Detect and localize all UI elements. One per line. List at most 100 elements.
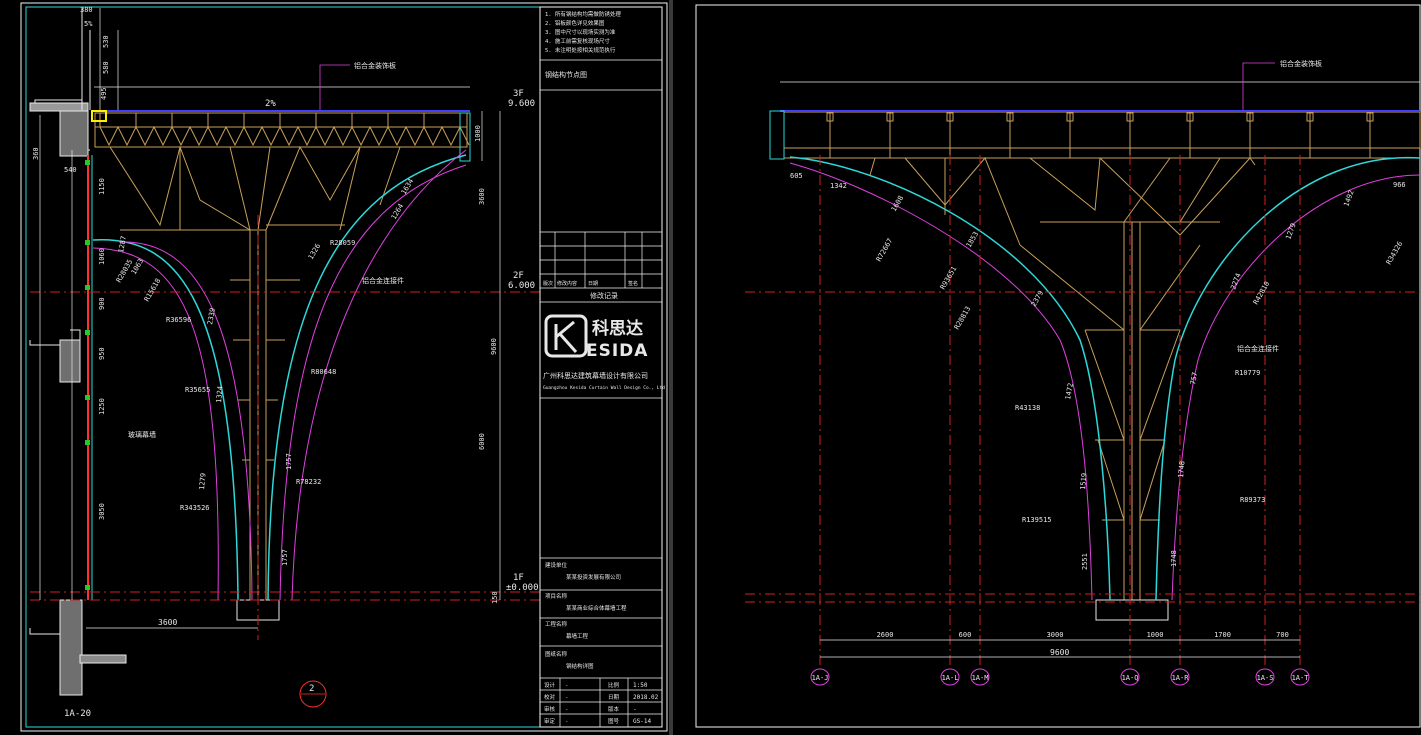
detail-number: 2 [309,684,314,694]
detail-bubble [299,680,327,708]
note-line: 3. 图中尺寸以现场实测为准 [545,28,616,36]
right-radius-text: R28813 [953,305,973,331]
company-name-cn: 广州科思达建筑幕墙设计有限公司 [543,371,648,380]
sign-val: GS-14 [633,718,651,725]
revision-label: 修改记录 [590,291,618,300]
right-sheet-border [695,4,1421,728]
truss-connector [1246,112,1254,122]
sign-val: - [565,695,568,701]
radius-text: R80648 [311,368,336,376]
right-grid-lines [745,155,1420,665]
right-radius-text: R10779 [1235,369,1260,377]
note-label-left-2: 铝合金连接件 [362,276,404,285]
truss-connector [1006,112,1014,122]
right-arc-text: 1472 [1064,382,1075,400]
right-dim-text: 1000 [474,125,482,142]
note-line: 5. 未注明处按相关规范执行 [545,46,616,54]
truss-connector [826,112,834,122]
right-dim-text: 150 [491,591,499,604]
right-curved-cladding [789,156,1421,601]
note-line: 4. 施工前需复核现场尺寸 [545,37,610,45]
right-roof-truss [783,111,1421,159]
grid-bubble-label: 1A-M [972,674,989,682]
rev-header: 版次 [543,280,553,287]
grid-bubble-label: 1A-S [1257,674,1274,682]
left-dim-text: 900 [98,297,106,310]
logo-cn-text: 科思达 [592,318,643,339]
top-dim-text: 530 [102,35,110,48]
left-sheet-inner-border [25,6,663,728]
right-arc-text: 1748 [1177,461,1186,478]
curtain-wall-brackets [85,160,90,590]
info-label: 建设单位 [545,561,568,569]
right-support-truss [869,157,1256,521]
level-2f-name: 2F [513,271,524,281]
right-arc-text: 1853 [965,230,980,249]
roof-fascia [459,112,471,162]
note-label-left-1: 铝合金装饰板 [354,61,396,70]
right-dim-text: 600 [959,631,972,639]
dimension-lines [39,8,501,629]
left-sheet-border [20,2,668,732]
level-3f-name: 3F [513,89,524,99]
sign-val: - [633,706,637,713]
right-dim-text: 3000 [1047,631,1064,639]
info-label: 项目名称 [545,592,568,600]
right-dim-text: 700 [1276,631,1289,639]
grid-bubble-label: 1A-R [1172,674,1190,682]
leader-line [319,64,350,110]
sign-key: 审核 [544,705,556,713]
arc-segment-text: 1324 [215,386,224,403]
arc-segment-text: 1279 [198,473,207,490]
sign-key: 比例 [608,681,620,689]
right-arc-text: 1279 [1284,222,1297,241]
logo-en-text: ESIDA [586,341,648,361]
level-2f-elev: 6.000 [508,281,535,291]
sign-key: 设计 [544,681,556,689]
note-line: 1. 所有钢结构均需做防锈处理 [545,10,621,18]
level-lines [30,215,540,640]
right-arc-text: 757 [1189,371,1199,385]
arc-segment-text: 1063 [130,257,145,276]
arc-segment-text: 1326 [307,242,322,261]
truss-connector [886,112,894,122]
right-dim-text: 2600 [877,631,894,639]
left-dim-text: 1060 [98,248,106,265]
arc-segment-text: 1287 [117,235,128,253]
grid-label-left: 1A-20 [64,709,91,719]
level-1f-name: 1F [513,573,524,583]
right-column-footing [1095,599,1169,621]
company-logo: 科思达 ESIDA [544,314,648,361]
company-name-en: Guangzhou Kesida Curtain Wall Design Co.… [543,385,665,391]
info-value: 某某投资发展有限公司 [566,573,621,581]
sign-val: - [565,707,568,713]
radius-text: R343526 [180,504,210,512]
title-block-frame [539,6,663,728]
title-block-grid [540,59,662,727]
sign-key: 图号 [608,717,620,725]
roof-truss [94,112,470,148]
right-note-label-1: 铝合金装饰板 [1280,59,1322,68]
right-note-label-2: 铝合金连接件 [1237,344,1279,353]
info-value: 幕墙工程 [566,632,589,640]
right-arc-text: 2551 [1081,553,1089,570]
radius-text: R78232 [296,478,321,486]
right-arc-text: 1748 [1170,550,1178,567]
radius-text: R35655 [185,386,210,394]
top-dim-text: 5% [84,20,93,28]
bottom-dim: 3600 [158,618,177,627]
right-radius-text: R72667 [875,237,895,263]
sign-val: - [565,683,568,689]
right-arc-text: 1608 [890,194,905,213]
grid-bubble [970,668,990,686]
truss-zigzag [99,125,470,147]
arc-segment-text: 1757 [285,453,293,470]
grid-bubble [1290,668,1310,686]
grid-bubble-label: 1A-T [1292,674,1310,682]
left-dim-text: 3050 [98,503,106,520]
